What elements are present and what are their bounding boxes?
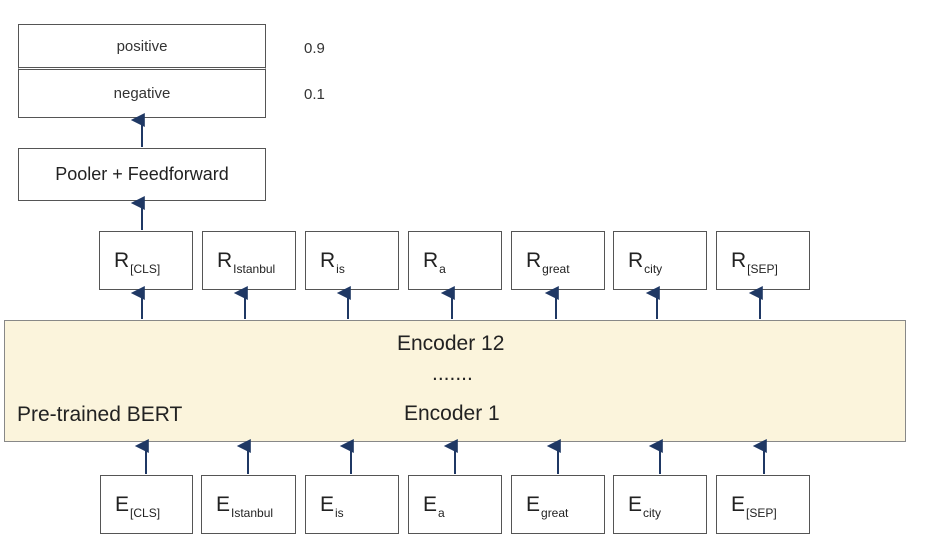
representation-token: a [439,261,446,276]
output-positive-label: positive [116,37,168,55]
encoder-1-label: Encoder 1 [404,402,500,425]
representation-prefix: R [114,248,130,272]
output-negative-box: negative [18,70,266,118]
positive-score: 0.9 [304,40,325,57]
representation-prefix: R [628,248,644,272]
embedding-token: city [643,505,662,520]
embedding-box-sep: E[SEP] [716,475,810,534]
representation-token: city [644,261,663,276]
embedding-token: is [335,505,344,520]
representation-token: [SEP] [747,261,778,276]
embedding-prefix: E [526,492,541,516]
pooler-feedforward-label: Pooler + Feedforward [55,164,229,184]
pooler-feedforward-box: Pooler + Feedforward [18,148,266,201]
embedding-prefix: E [731,492,746,516]
embedding-prefix: E [115,492,130,516]
representation-prefix: R [731,248,747,272]
representation-token: [CLS] [130,261,161,276]
negative-score: 0.1 [304,86,325,103]
embedding-prefix: E [320,492,335,516]
pretrained-bert-label: Pre-trained BERT [17,403,183,426]
representation-prefix: R [423,248,439,272]
representation-token: great [542,261,570,276]
embedding-prefix: E [628,492,643,516]
representation-box-sep: R[SEP] [716,231,810,290]
embedding-token: Istanbul [231,505,274,520]
embedding-prefix: E [216,492,231,516]
output-negative-label: negative [113,85,171,102]
representation-prefix: R [217,248,233,272]
representation-box-cls: R[CLS] [99,231,193,290]
encoder-12-label: Encoder 12 [397,332,505,355]
bert-encoder-panel [4,320,906,442]
representation-prefix: R [320,248,336,272]
output-positive-box: positive [18,24,266,70]
embedding-token: great [541,505,569,520]
representation-prefix: R [526,248,542,272]
representation-token: Istanbul [233,261,276,276]
embedding-token: [SEP] [746,505,777,520]
embedding-box-cls: E[CLS] [100,475,193,534]
encoder-ellipsis: ....... [432,362,473,385]
embedding-prefix: E [423,492,438,516]
representation-token: is [336,261,345,276]
embedding-token: a [438,505,445,520]
embedding-token: [CLS] [130,505,161,520]
